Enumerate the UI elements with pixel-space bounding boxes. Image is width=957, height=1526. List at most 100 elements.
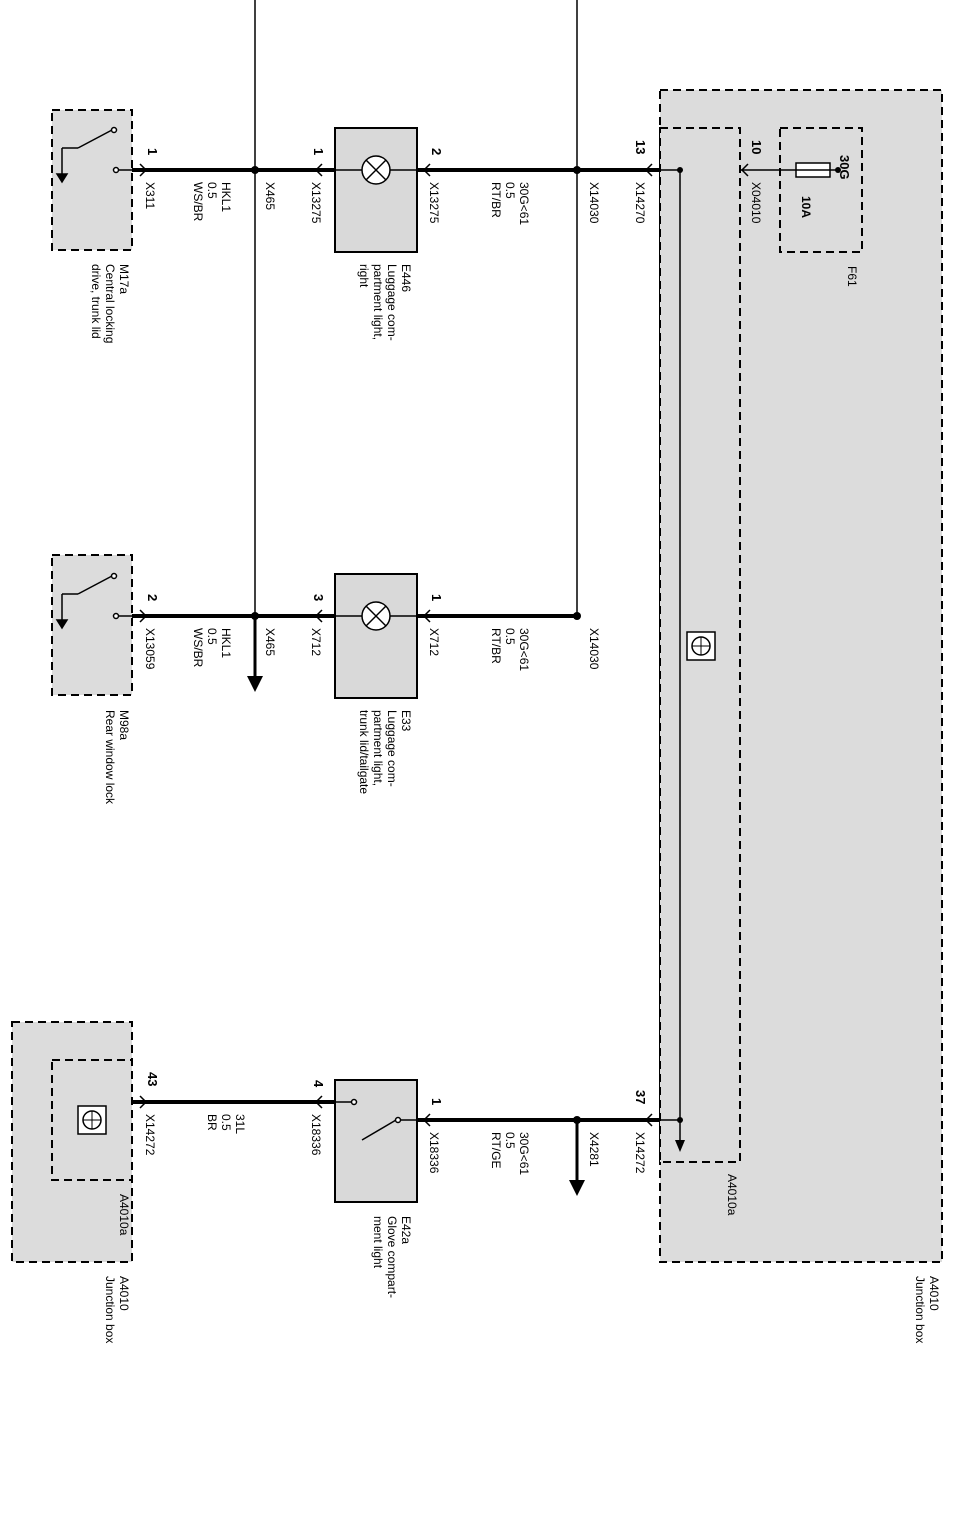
component-m17a [51,109,133,251]
svg-text:BR: BR [205,1114,219,1131]
svg-text:Luggage com-: Luggage com- [385,710,399,787]
svg-text:E42a: E42a [399,1216,413,1244]
f61-supply: 30G [837,155,852,180]
svg-text:Junction box: Junction box [103,1276,117,1343]
pin-f61: 10 [749,140,764,154]
svg-text:30G<61: 30G<61 [517,182,531,225]
splice-x465 [251,166,259,174]
svg-text:RT/GE: RT/GE [489,1132,503,1168]
component-e446 [334,127,418,253]
svg-text:A4010: A4010 [927,1276,941,1311]
label-e33: E33 Luggage com- partment light, trunk l… [357,710,413,794]
svg-text:0.5: 0.5 [503,182,517,199]
svg-text:30G<61: 30G<61 [517,628,531,671]
svg-text:Central locking: Central locking [103,264,117,343]
wire-spec-w1: HKL1 0.5 WS/BR [191,182,233,222]
svg-text:31L: 31L [233,1114,247,1134]
svg-text:HKL1: HKL1 [219,182,233,212]
svg-text:ment light: ment light [371,1216,385,1269]
conn-x04010: X04010 [749,182,763,224]
svg-text:0.5: 0.5 [205,628,219,645]
svg-text:0.5: 0.5 [503,628,517,645]
switch-icon [335,1098,417,1141]
label-m98a: M98a Rear window lock [103,710,131,805]
splice-x14030 [573,166,581,174]
pin-e42a-right: 1 [429,1098,444,1105]
svg-text:0.5: 0.5 [503,1132,517,1149]
wire-spec-w4: 30G<61 0.5 RT/BR [489,628,531,671]
svg-text:A4010a: A4010a [117,1194,131,1236]
svg-text:E33: E33 [399,710,413,732]
wire-spec-w2: 30G<61 0.5 RT/BR [489,182,531,225]
conn-x18336-right: X18336 [427,1132,441,1174]
svg-text:Luggage com-: Luggage com- [385,264,399,341]
splice-x465-2 [251,612,259,620]
conn-x712-left: X712 [309,628,323,656]
label-e42a: E42a Glove compart- ment light [371,1216,413,1298]
label-a4010-bottom: A4010 Junction box A4010a [103,1194,131,1343]
ground-arrow-x4281 [569,1180,585,1196]
conn-x14270: X14270 [633,182,647,224]
pin-a4010-37: 37 [633,1090,648,1104]
conn-x14272-top: X14272 [633,1132,647,1174]
splice-label-x14030: X14030 [587,182,601,224]
conn-x14272-bottom: X14272 [143,1114,157,1156]
lamp-cross-icon [335,601,417,631]
bmw-logo-icon [686,631,716,661]
svg-text:Junction box: Junction box [913,1276,927,1343]
bmw-logo-icon [77,1105,107,1135]
conn-x13059: X13059 [143,628,157,670]
splice-x14030-2 [573,612,581,620]
switch-icon [55,572,132,630]
arrow-down-icon [675,1140,685,1152]
pin-e33-left: 3 [311,594,326,601]
conn-x13275-right: X13275 [427,182,441,224]
fuse-box-f61 [779,127,863,253]
splice-x4281 [573,1116,581,1124]
conn-x13275-left: X13275 [309,182,323,224]
pin-a4010-13: 13 [633,140,648,154]
svg-text:HKL1: HKL1 [219,628,233,658]
pin-e42a-left: 4 [311,1080,326,1088]
svg-text:30G<61: 30G<61 [517,1132,531,1175]
pin-e446-left: 1 [311,148,326,155]
label-e446: E446 Luggage com- partment light, right [357,264,413,341]
svg-text:WS/BR: WS/BR [191,628,205,668]
lamp-cross-icon [335,155,417,185]
svg-text:0.5: 0.5 [219,1114,233,1131]
svg-text:right: right [357,264,371,288]
ground-arrow-x465 [247,676,263,692]
wire-spec-w3: HKL1 0.5 WS/BR [191,628,233,668]
svg-text:RT/BR: RT/BR [489,182,503,218]
conn-x311: X311 [143,182,157,209]
conn-x18336-left: X18336 [309,1114,323,1156]
svg-text:partment light,: partment light, [371,264,385,340]
splice-label-x4281: X4281 [587,1132,601,1167]
svg-text:RT/BR: RT/BR [489,628,503,664]
f61-rating: 10A [799,196,813,218]
component-e33 [334,573,418,699]
splice-label-x14030-2: X14030 [587,628,601,670]
svg-text:M17a: M17a [117,264,131,294]
svg-text:0.5: 0.5 [205,182,219,199]
pin-a4010-43: 43 [145,1072,160,1086]
svg-text:trunk lid/tailgate: trunk lid/tailgate [357,710,371,794]
component-m98a [51,554,133,696]
svg-text:A4010a: A4010a [725,1174,739,1216]
switch-icon [55,126,132,184]
svg-text:Glove compart-: Glove compart- [385,1216,399,1298]
f61-id: F61 [845,266,859,287]
svg-text:partment light,: partment light, [371,710,385,786]
splice-label-x465-2: X465 [263,628,277,656]
conn-x712-right: X712 [427,628,441,656]
svg-text:Rear window lock: Rear window lock [103,710,117,805]
component-e42a [334,1079,418,1203]
wire-spec-w6: 30G<61 0.5 RT/GE [489,1132,531,1175]
svg-text:M98a: M98a [117,710,131,740]
pin-m17a: 1 [145,148,160,155]
pin-e33-right: 1 [429,594,444,601]
pin-e446-right: 2 [429,148,444,155]
label-m17a: M17a Central locking drive, trunk lid [89,264,131,343]
svg-text:WS/BR: WS/BR [191,182,205,222]
